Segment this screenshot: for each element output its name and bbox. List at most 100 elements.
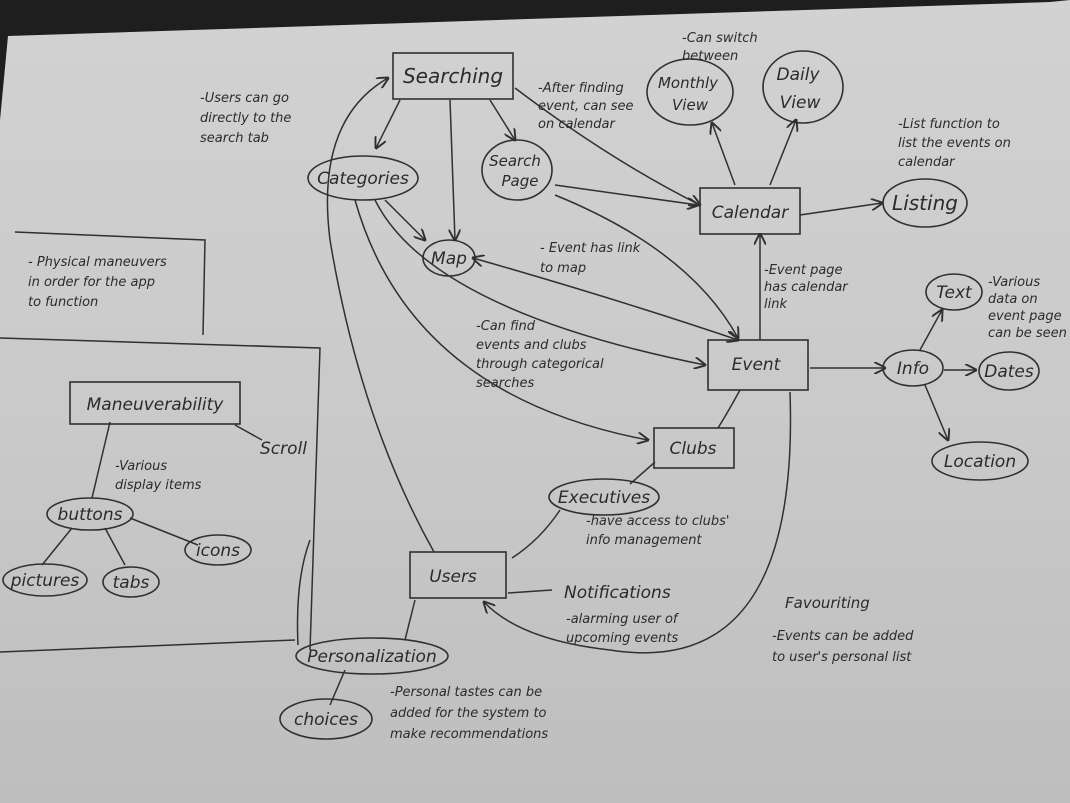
physical-note-box — [14, 231, 206, 336]
edge-searchpage-calendar — [554, 184, 698, 205]
edge-executives-users — [511, 509, 561, 559]
node-favouriting-label: Favouriting — [785, 594, 870, 612]
edge-event-users — [484, 391, 792, 654]
categorical-line: searches — [476, 376, 534, 391]
personal-tastes-line: -Personal tastes can be — [390, 685, 542, 700]
after-finding-line: event, can see — [538, 99, 634, 114]
node-scroll-label: Scroll — [260, 439, 307, 459]
after-finding-line: -After finding — [538, 81, 624, 96]
node-users: Users — [409, 551, 507, 599]
node-event-label: Event — [732, 355, 782, 375]
node-info: Info — [882, 349, 944, 387]
edge-info-location — [924, 384, 948, 440]
note-event-calendar: -Event page has calendar link — [764, 263, 849, 312]
personal-tastes-line: make recommendations — [390, 727, 548, 742]
search-tab-line: search tab — [200, 131, 269, 146]
node-choices-label: choices — [294, 710, 358, 730]
edge-clubs-executives — [629, 461, 656, 485]
node-dates: Dates — [978, 351, 1040, 391]
node-daily-label-1: Daily — [776, 65, 820, 85]
display-items-line: -Various — [115, 459, 167, 474]
node-icons-label: icons — [196, 541, 240, 561]
edge-calendar-daily — [769, 120, 796, 186]
node-buttons-label: buttons — [58, 505, 123, 525]
node-listing-label: Listing — [892, 191, 958, 215]
node-buttons: buttons — [46, 497, 134, 531]
edge-info-text — [919, 310, 942, 351]
categorical-line: -Can find — [476, 319, 536, 334]
edges — [0, 78, 976, 706]
edge-categories-map — [384, 199, 425, 240]
club-access-line: -have access to clubs' — [586, 514, 729, 529]
various-data-line: data on — [988, 292, 1038, 307]
node-icons: icons — [184, 534, 252, 566]
node-text-label: Text — [936, 283, 973, 303]
note-switch-views: -Can switch between — [682, 31, 758, 64]
node-pictures-label: pictures — [10, 571, 80, 591]
categorical-line: through categorical — [476, 357, 604, 372]
list-function-line: list the events on — [898, 136, 1011, 151]
edge-event-map — [473, 258, 738, 340]
node-monthly-label-1: Monthly — [658, 74, 719, 92]
edge-searching-calendar — [514, 87, 700, 205]
various-data-line: can be seen — [988, 326, 1067, 341]
event-calendar-line: -Event page — [764, 263, 843, 278]
node-map: Map — [422, 239, 476, 277]
node-categories-label: Categories — [317, 169, 409, 189]
node-tabs-label: tabs — [113, 573, 150, 593]
node-searching-label: Searching — [403, 64, 503, 88]
switch-views-line: -Can switch — [682, 31, 758, 46]
node-calendar: Calendar — [699, 187, 801, 235]
event-calendar-line: link — [764, 297, 787, 312]
node-personalization-label: Personalization — [307, 647, 437, 667]
alarming-line: -alarming user of — [566, 612, 680, 627]
event-map-line: to map — [540, 261, 586, 276]
node-text: Text — [925, 273, 983, 311]
switch-views-line: between — [682, 49, 738, 64]
event-map-line: - Event has link — [540, 241, 641, 256]
physical-line: in order for the app — [28, 275, 155, 290]
edge-users-personalization — [404, 599, 416, 641]
node-location: Location — [931, 441, 1029, 481]
node-info-label: Info — [897, 359, 929, 379]
list-function-line: calendar — [898, 155, 956, 170]
edge-searching-searchpage — [489, 99, 515, 140]
personal-tastes-line: added for the system to — [390, 706, 547, 721]
node-event: Event — [707, 339, 809, 391]
node-searching: Searching — [392, 52, 514, 100]
edge-calendar-monthly — [712, 123, 736, 186]
node-monthly-view: Monthly View — [646, 58, 734, 126]
search-tab-line: directly to the — [200, 111, 291, 126]
node-dates-label: Dates — [984, 362, 1034, 382]
node-executives-label: Executives — [558, 488, 650, 508]
favourite-list-line: to user's personal list — [772, 650, 912, 665]
node-choices: choices — [279, 698, 373, 740]
edge-categories-clubs — [354, 199, 648, 440]
node-users-label: Users — [429, 567, 477, 587]
node-tabs: tabs — [102, 566, 160, 598]
node-listing: Listing — [882, 178, 968, 228]
node-daily-view: Daily View — [762, 50, 844, 124]
node-executives: Executives — [548, 478, 660, 516]
event-calendar-line: has calendar — [764, 280, 849, 295]
edge-buttons-icons — [129, 517, 199, 546]
club-access-line: info management — [586, 533, 703, 548]
edge-event-clubs — [717, 389, 741, 429]
physical-region — [0, 231, 321, 651]
edge-buttons-tabs — [104, 527, 126, 566]
edge-calendar-listing — [799, 203, 882, 216]
edge-boundary-bottom — [0, 639, 296, 653]
node-location-label: Location — [944, 452, 1016, 472]
node-search-page-label-2: Page — [502, 172, 539, 190]
